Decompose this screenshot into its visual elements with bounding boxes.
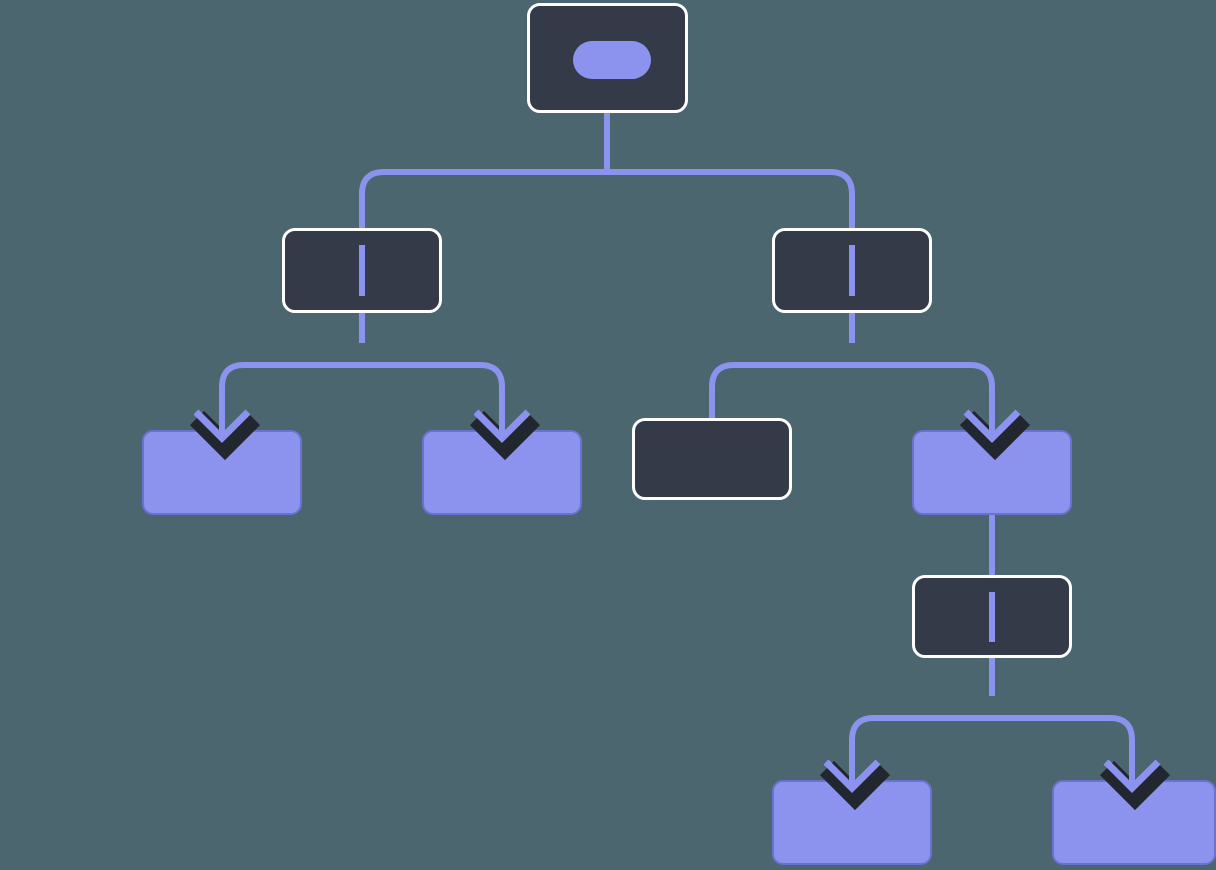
node-level3-right[interactable] [912,575,1072,658]
node-level1-right[interactable] [772,228,932,313]
node-level4-left[interactable] [772,780,932,865]
node-root[interactable] [527,3,688,113]
node-level1-left[interactable] [282,228,442,313]
node-level2-left-a[interactable] [142,430,302,515]
root-pill-icon [573,41,651,79]
node-level2-right-a[interactable] [632,418,792,500]
node-level2-left-b[interactable] [422,430,582,515]
node-level4-right[interactable] [1052,780,1216,865]
node-level2-right-b[interactable] [912,430,1072,515]
